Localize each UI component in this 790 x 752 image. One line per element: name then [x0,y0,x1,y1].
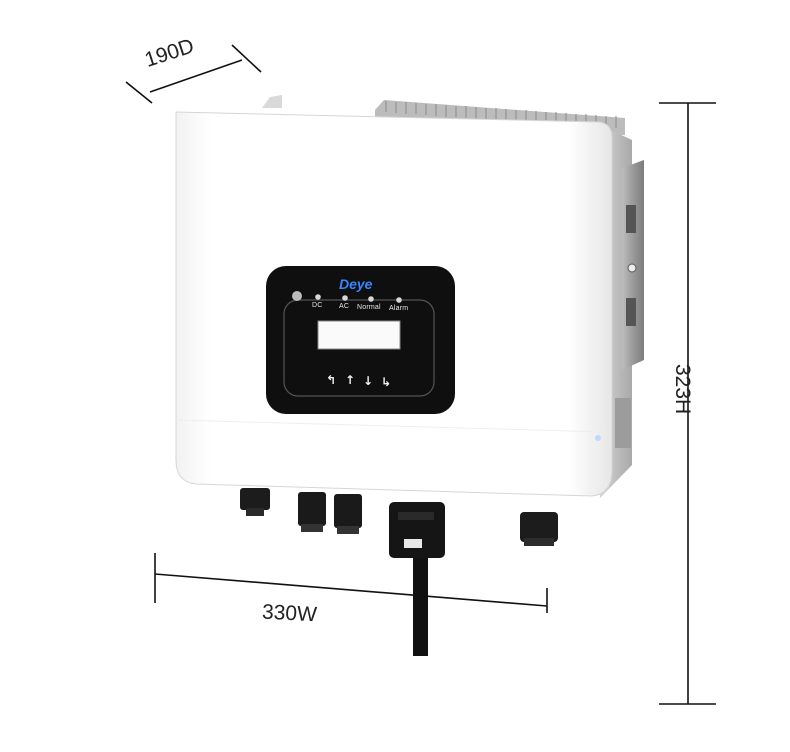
bottom-connectors [240,488,558,546]
indicator-label-dc: DC [312,302,323,309]
manufacturer-logo-icon [292,291,302,301]
enter-arrow-icon[interactable]: ↳ [381,375,392,389]
indicator-label-alarm: Alarm [389,305,409,312]
width-label: 330W [261,600,318,627]
mounting-bracket [615,160,644,448]
indicator-label-ac: AC [339,303,350,310]
escape-arrow-icon[interactable]: ↰ [326,373,337,387]
indicator-leds [315,294,402,303]
height-label: 323H [671,364,694,415]
brand-logo: Deye [339,276,373,292]
arrow-up-icon[interactable]: ↑ [345,373,356,387]
width-dimension-line [154,553,548,613]
side-indicator-light [595,435,601,441]
arrow-down-icon[interactable]: ↓ [363,374,374,388]
wifi-dongle [389,502,445,656]
depth-dimension-line [125,44,262,104]
height-dimension-line [659,102,716,705]
indicator-label-normal: Normal [357,304,381,311]
lcd-screen [317,320,401,350]
